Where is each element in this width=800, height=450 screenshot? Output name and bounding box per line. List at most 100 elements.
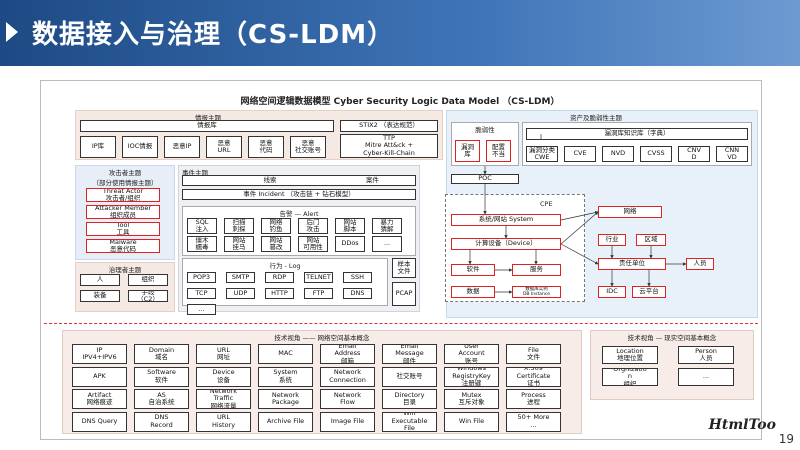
log-item: FTP — [304, 288, 333, 299]
idc-box: IDC — [598, 286, 626, 298]
intel-library: 情报库 — [80, 120, 334, 132]
governance-section — [75, 262, 175, 312]
real-concept: Person 人员 — [678, 346, 734, 364]
cyber-concept: Email Address 邮箱 — [320, 344, 375, 364]
service-box: 服务 — [512, 264, 561, 276]
kb-item: 漏洞分类 CWE — [526, 146, 558, 162]
cyber-concept: Software 软件 — [134, 366, 189, 387]
title-bar — [0, 0, 800, 66]
log-item: HTTP — [265, 288, 294, 299]
attacker-item: Threat Actor 攻击者/组织 — [86, 188, 160, 202]
cyber-concept: URL 网址 — [196, 344, 251, 364]
cyber-concept: Archive File — [258, 411, 313, 432]
intel-item: 恶意IP — [164, 136, 200, 158]
alert-item: 后门 攻击 — [298, 218, 328, 234]
cyber-concept: Mutex 互斥对象 — [444, 389, 499, 409]
cyber-concept: X.509 Certificate 证书 — [506, 366, 561, 387]
intel-item: 恶意 社交账号 — [290, 136, 326, 158]
cyber-concept: Network Package — [258, 389, 313, 409]
log-item: SSH — [343, 272, 372, 283]
cyber-concept: Image File — [320, 411, 375, 432]
poc-box: POC — [451, 174, 519, 184]
kb-item: CVSS — [640, 146, 672, 162]
cyber-concept: Network Flow — [320, 389, 375, 409]
diagram-title: 网络空间逻辑数据模型 Cyber Security Logic Data Mod… — [240, 97, 560, 107]
responsible-unit-box: 责任单位 — [598, 258, 666, 270]
pcap-box: PCAP — [392, 282, 416, 306]
log-item: TELNET — [304, 272, 333, 283]
cloud-platform-box: 云平台 — [632, 286, 666, 298]
slide-title: 数据接入与治理（CS-LDM） — [32, 20, 395, 50]
cyber-concept: DNS Record — [134, 411, 189, 432]
alert-item: 网站 篡改 — [261, 236, 291, 252]
misconfig-box: 配置 不当 — [486, 140, 511, 162]
attacker-item: Tool 工具 — [86, 222, 160, 236]
cyber-concept: AS 自治系统 — [134, 389, 189, 409]
real-concept: Orgnizatio n 组织 — [602, 368, 658, 386]
vuln-header: 脆弱性 — [475, 126, 495, 134]
real-header: 技术视角 — 现实空间基本概念 — [627, 334, 717, 342]
cyber-concept: 50+ More ... — [506, 411, 561, 432]
alert-item: 扫描 刺探 — [224, 218, 254, 234]
data-box: 数据 — [451, 286, 495, 298]
kb-title: 漏洞库知识库（字典） — [526, 128, 748, 140]
cyber-concept: IP IPV4+IPV6 — [72, 344, 127, 364]
log-title: 行为 - Log — [269, 262, 301, 270]
alert-item: 网站 可用性 — [298, 236, 328, 252]
governance-item: 装备 — [80, 290, 120, 302]
log-item: RDP — [265, 272, 294, 283]
cyber-concept: MAC — [258, 344, 313, 364]
software-box: 软件 — [451, 264, 495, 276]
attacker-header: 攻击者主题 （部分使用情报主题） — [92, 169, 158, 187]
cyber-concept: Network Traffic 网络流量 — [196, 389, 251, 409]
cyber-concept: DNS Query — [72, 411, 127, 432]
cyber-concept: APK — [72, 366, 127, 387]
log-item: TCP — [187, 288, 216, 299]
cyber-concept: 社交账号 — [382, 366, 437, 387]
cyber-concept: Directory 目录 — [382, 389, 437, 409]
governance-header: 治理者主题 — [108, 266, 142, 274]
cpe-label: CPE — [540, 200, 553, 208]
cyber-header: 技术视角 —— 网络空间基本概念 — [274, 334, 370, 342]
governance-item: 手段 （C2） — [128, 290, 168, 302]
kb-item: CVE — [564, 146, 596, 162]
cyber-concept: System 系统 — [258, 366, 313, 387]
cyber-concept: URL History — [196, 411, 251, 432]
real-concept: ... — [678, 368, 734, 386]
governance-item: 组织 — [128, 274, 168, 286]
cyber-concept: Device 设备 — [196, 366, 251, 387]
real-section — [590, 330, 754, 400]
cyber-concept: Process 进程 — [506, 389, 561, 409]
divider — [44, 323, 758, 324]
ttp-box: TTP Mitre Att&ck + Cyber-Kill-Chain — [340, 134, 438, 158]
event-header: 事件主题 — [182, 169, 208, 177]
alert-item: 网站 脚本 — [335, 218, 365, 234]
logo: HtmlToo — [708, 417, 776, 433]
system-box: 系统/网站 System — [451, 214, 561, 226]
device-box: 计算设备（Device） — [451, 238, 561, 250]
region-box: 区域 — [636, 234, 666, 246]
alert-item: SQL 注入 — [187, 218, 217, 234]
stix-box: STIX2 （表达规范） — [340, 120, 438, 132]
intel-item: IOC情报 — [122, 136, 158, 158]
cyber-concept: Windows RegistryKey 注册键 — [444, 366, 499, 387]
cyber-concept: User Account 账号 — [444, 344, 499, 364]
alert-item: 暴力 猜解 — [372, 218, 402, 234]
attacker-item: Malware 恶意代码 — [86, 239, 160, 253]
alert-item: DDos — [335, 236, 365, 252]
intel-item: IP库 — [80, 136, 116, 158]
cyber-concept: File 文件 — [506, 344, 561, 364]
network-box: 网络 — [598, 206, 662, 218]
log-item: UDP — [226, 288, 255, 299]
governance-item: 人 — [80, 274, 120, 286]
alert-item: 网络 钓鱼 — [261, 218, 291, 234]
cyber-concept: Domain 域名 — [134, 344, 189, 364]
alert-item: 网站 挂马 — [224, 236, 254, 252]
asset-header: 资产及脆弱性主题 — [570, 114, 622, 122]
cyber-concept: Email Message 邮件 — [382, 344, 437, 364]
page-number: 19 — [778, 432, 794, 446]
intel-item: 恶意 URL — [206, 136, 242, 158]
cyber-concept: Win Executable File — [382, 411, 437, 432]
cyber-concept: Win File — [444, 411, 499, 432]
